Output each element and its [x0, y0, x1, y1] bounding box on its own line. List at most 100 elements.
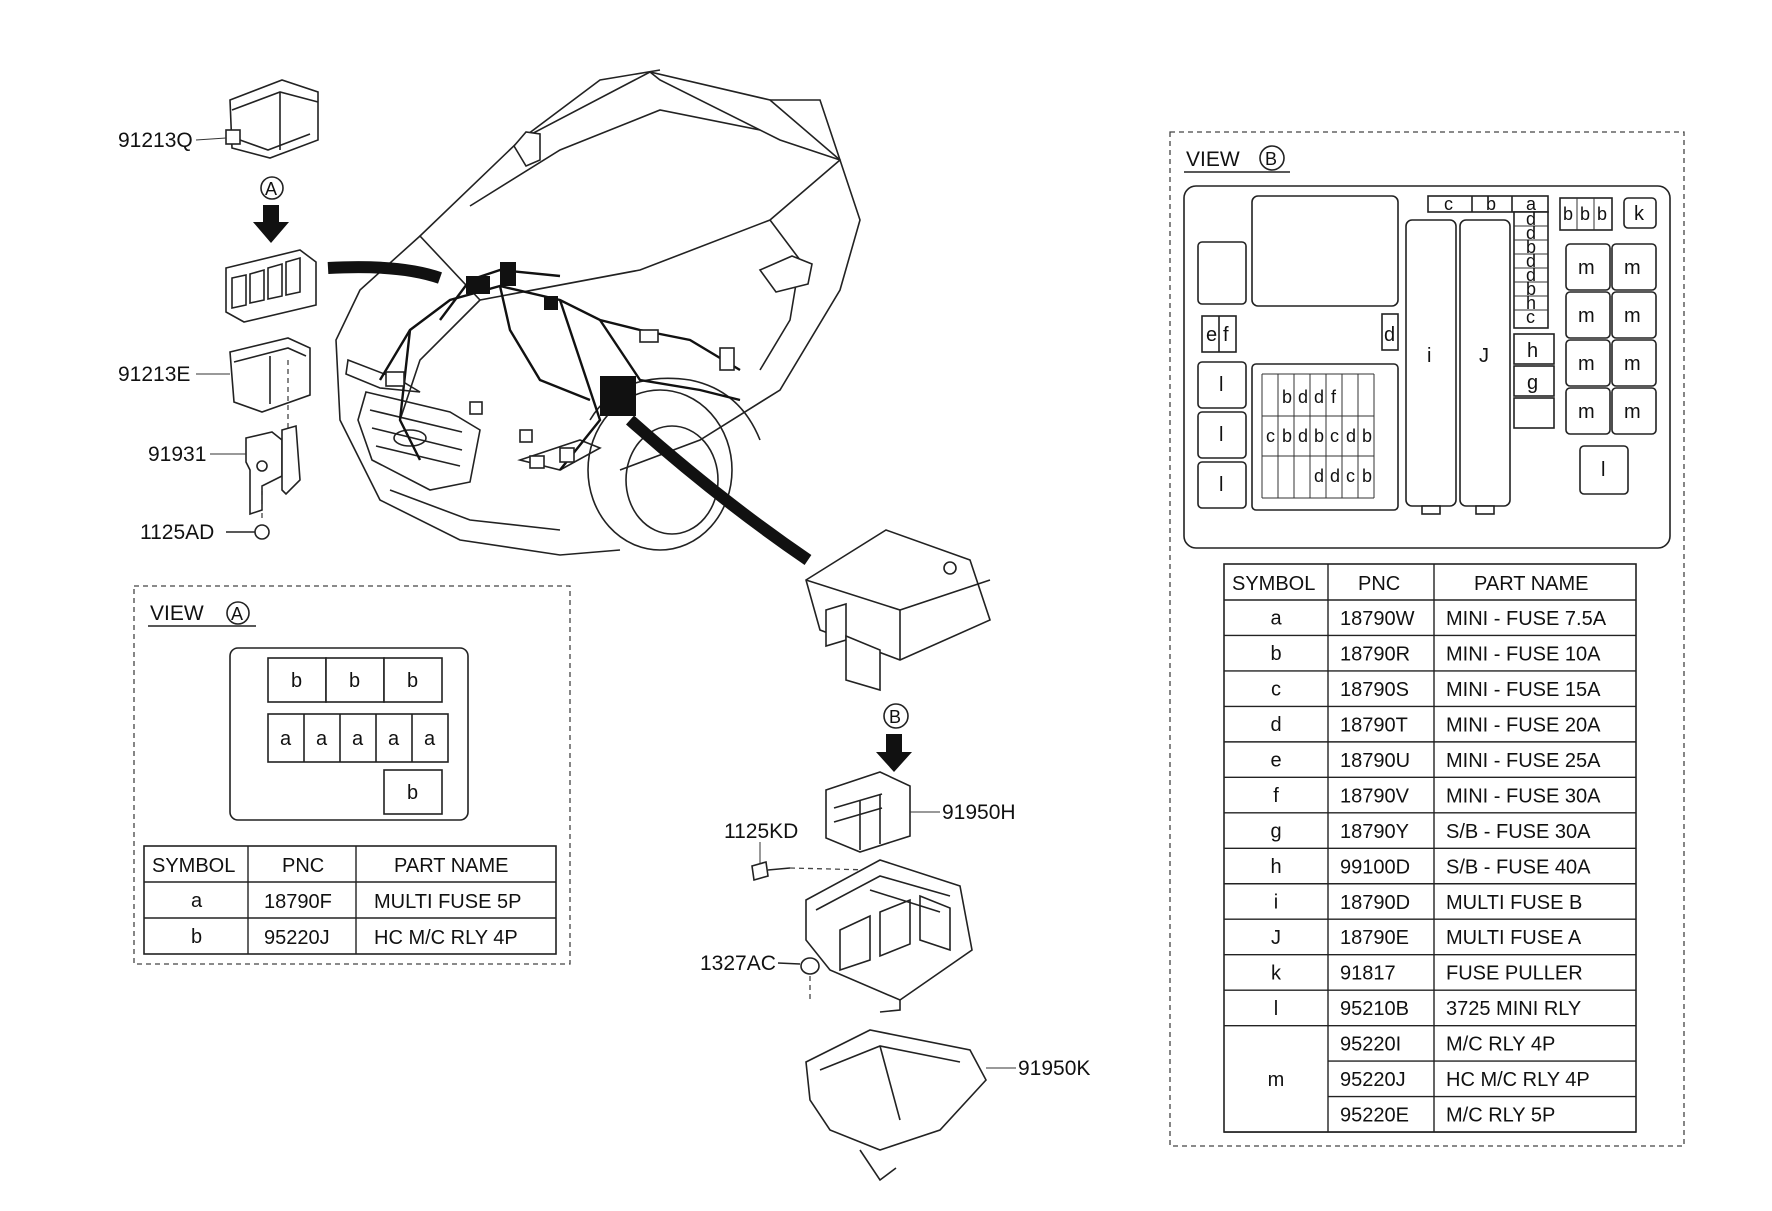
view-b-cell-part-name: S/B - FUSE 30A: [1446, 821, 1591, 843]
bolt-1125kd: [751, 842, 871, 882]
view-b-slot: d: [1314, 387, 1324, 407]
view-a-cell: 95220J: [264, 927, 330, 949]
view-a-slot: a: [316, 728, 328, 750]
view-a-cell: a: [191, 890, 203, 912]
view-b-slot: c: [1526, 307, 1535, 327]
view-b-slot: d: [1526, 209, 1536, 229]
view-b-cell-pnc: 18790U: [1340, 750, 1410, 772]
view-a-slot: b: [407, 782, 418, 804]
part-label-91950h: 91950H: [942, 801, 1016, 824]
bolt-1125ad: [226, 486, 270, 540]
view-b-slot: m: [1624, 305, 1641, 327]
view-b-slot: m: [1624, 401, 1641, 423]
part-label-1125ad: 1125AD: [140, 521, 214, 544]
bracket-91931: [245, 424, 301, 516]
part-label-91931: 91931: [148, 443, 206, 466]
view-b-slot: b: [1362, 426, 1372, 446]
view-b-cell-symbol: b: [1270, 643, 1281, 665]
view-b-cell-pnc: 95220J: [1340, 1069, 1406, 1091]
view-b-cell-pnc: 95220I: [1340, 1034, 1401, 1056]
view-a-title: VIEW: [150, 602, 204, 625]
view-b-slot: m: [1578, 401, 1595, 423]
view-b-slot: d: [1384, 324, 1395, 346]
view-b-cell-part-name: MULTI FUSE B: [1446, 892, 1582, 914]
view-b-slot: l: [1219, 374, 1223, 396]
view-b-slot: m: [1624, 257, 1641, 279]
view-b-cell-pnc: 95220E: [1340, 1105, 1409, 1127]
view-a-panel: [133, 585, 571, 965]
vehicle-front-illustration: [335, 69, 861, 556]
view-b-slot: b: [1526, 237, 1536, 257]
nut-1327ac: [777, 957, 820, 1000]
arrow-down-icon: [876, 734, 912, 772]
part-label-1125kd: 1125KD: [724, 820, 798, 843]
view-b-cell-part-name: MINI - FUSE 30A: [1446, 785, 1601, 807]
view-b-slot: c: [1444, 194, 1453, 214]
view-a-marker: A: [260, 176, 284, 200]
view-a-cell: HC M/C RLY 4P: [374, 927, 518, 949]
view-b-slot: b: [1362, 466, 1372, 486]
view-b-slot: J: [1479, 345, 1489, 367]
view-b-title-marker: [1259, 145, 1285, 171]
engine-room-box-cover: [805, 529, 991, 692]
view-b-cell-part-name: MINI - FUSE 10A: [1446, 643, 1601, 665]
view-b-slot: d: [1298, 387, 1308, 407]
view-a-title-letter: A: [231, 604, 243, 624]
view-b-slot: k: [1634, 203, 1645, 225]
leader-arrow-b: [626, 415, 812, 565]
part-label-91213q: 91213Q: [118, 129, 193, 152]
view-b-cell-symbol: g: [1270, 821, 1281, 843]
view-b-slot: e: [1206, 324, 1217, 346]
view-b-title: VIEW: [1186, 148, 1240, 171]
view-b-slot: l: [1601, 459, 1605, 481]
view-a-slot: a: [388, 728, 400, 750]
fuse-block-assembly: [225, 249, 317, 323]
view-b-cell-pnc: 18790R: [1340, 643, 1410, 665]
view-b-cell-symbol: f: [1273, 785, 1279, 807]
view-a-cell: 18790F: [264, 891, 332, 913]
view-a-header-part-name: PART NAME: [394, 855, 508, 877]
wiring-harness: [378, 262, 741, 471]
view-b-slot: l: [1219, 474, 1223, 496]
view-b-header-part-name: PART NAME: [1474, 573, 1588, 595]
view-b-cell-part-name: M/C RLY 5P: [1446, 1105, 1555, 1127]
view-b-slot: d: [1298, 426, 1308, 446]
view-a-slot: b: [291, 670, 302, 692]
view-b-slot: b: [1526, 279, 1536, 299]
view-b-cell-pnc: 18790W: [1340, 608, 1415, 630]
view-b-cell-part-name: FUSE PULLER: [1446, 963, 1583, 985]
view-b-cell-part-name: MULTI FUSE A: [1446, 927, 1582, 949]
view-b-slot: d: [1330, 466, 1340, 486]
view-b-slot: m: [1578, 305, 1595, 327]
view-b-cell-symbol: h: [1270, 856, 1281, 878]
view-b-header-symbol: SYMBOL: [1232, 573, 1315, 595]
view-b-slot: b: [1580, 204, 1590, 224]
view-b-slot: b: [1314, 426, 1324, 446]
view-b-cell-pnc: 18790D: [1340, 892, 1410, 914]
view-b-cell-symbol: a: [1270, 608, 1282, 630]
view-a-slot: b: [349, 670, 360, 692]
part-label-91213e: 91213E: [118, 363, 190, 386]
view-b-slot: h: [1527, 340, 1538, 362]
view-b-slot: f: [1331, 387, 1337, 407]
view-a-marker-letter: A: [265, 179, 277, 199]
part-label-91950k: 91950K: [1018, 1057, 1090, 1080]
view-b-slot: c: [1266, 426, 1275, 446]
view-b-title-letter: B: [1265, 149, 1277, 169]
lower-cover-91950k: [805, 1029, 987, 1182]
view-b-marker: B: [883, 703, 909, 729]
view-b-slot: c: [1330, 426, 1339, 446]
view-b-slot: m: [1578, 257, 1595, 279]
view-b-cell-pnc: 18790T: [1340, 714, 1408, 736]
view-b-cell-pnc: 18790S: [1340, 679, 1409, 701]
view-b-slot: a: [1526, 194, 1537, 214]
view-b-cell-part-name: HC M/C RLY 4P: [1446, 1069, 1590, 1091]
view-a-cell: MULTI FUSE 5P: [374, 891, 521, 913]
view-b-slot: m: [1624, 353, 1641, 375]
view-a-title-marker: [226, 601, 250, 625]
view-b-cell-pnc: 18790E: [1340, 927, 1409, 949]
view-b-slot: d: [1346, 426, 1356, 446]
view-b-slot: b: [1282, 387, 1292, 407]
